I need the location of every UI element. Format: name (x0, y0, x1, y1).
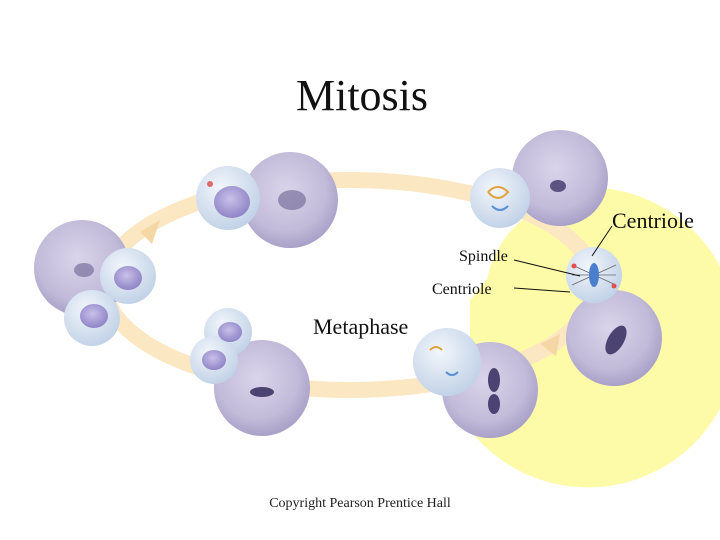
copyright-notice: Copyright Pearson Prentice Hall (0, 496, 720, 512)
label-spindle: Spindle (459, 248, 508, 266)
cell-daughter-lower (64, 290, 120, 346)
label-centriole-mid: Centriole (432, 281, 492, 299)
label-metaphase: Metaphase (313, 314, 408, 340)
cell-anaphase (413, 328, 481, 396)
label-centriole-top: Centriole (612, 208, 694, 234)
cell-prophase (470, 168, 530, 228)
micrograph-metaphase (566, 290, 662, 386)
cell-interphase (196, 166, 260, 230)
